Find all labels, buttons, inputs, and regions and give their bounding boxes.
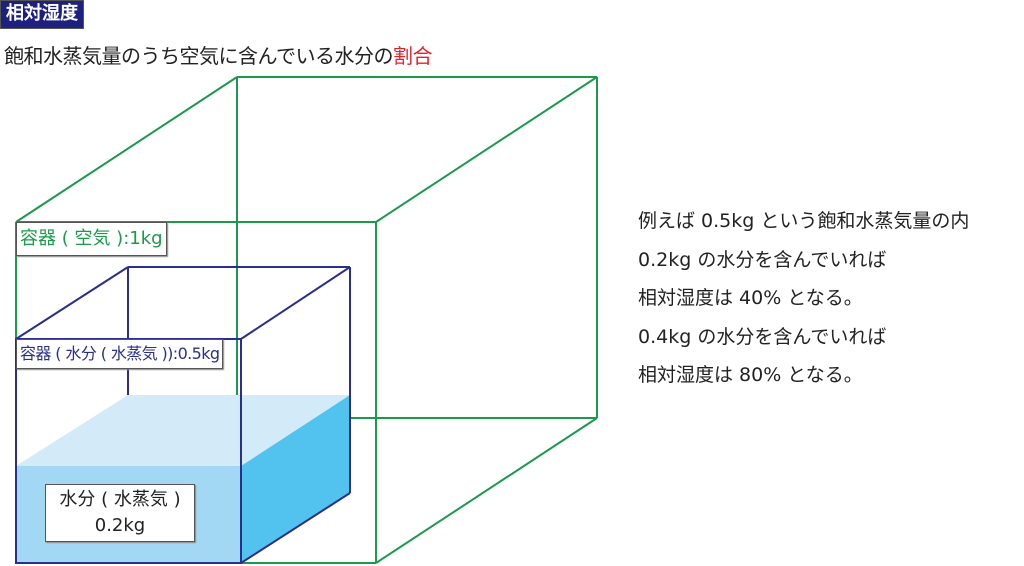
example-line: 0.4kg の水分を含んでいれば [638,325,887,348]
air-cube [15,76,598,564]
subtitle-text: 飽和水蒸気量のうち空気に含んでいる水分の [4,44,394,68]
water-side-face [241,395,350,563]
vapor-container-label: 容器 ( 水分 ( 水蒸気 )):0.5kg [16,339,224,369]
subtitle-highlight: 割合 [393,44,433,68]
example-line: 相対湿度は 80% となる。 [638,364,863,386]
example-text: 例えば 0.5kg という飽和水蒸気量の内 0.2kg の水分を含んでいれば 相… [638,202,969,395]
example-line: 0.2kg の水分を含んでいれば [638,248,887,271]
example-line: 相対湿度は 40% となる。 [638,287,863,309]
subtitle: 飽和水蒸気量のうち空気に含んでいる水分の割合 [4,40,433,69]
air-container-label: 容器 ( 空気 ):1kg [16,222,167,256]
example-line: 例えば 0.5kg という飽和水蒸気量の内 [638,210,970,232]
water-label: 水分 ( 水蒸気 ) 0.2kg [45,484,195,542]
water-top-face [16,395,350,466]
water-label-amount: 0.2kg [94,515,146,536]
vapor-cube [15,266,351,395]
water-label-name: 水分 ( 水蒸気 ) [59,489,181,510]
title-badge: 相対湿度 [0,0,84,29]
